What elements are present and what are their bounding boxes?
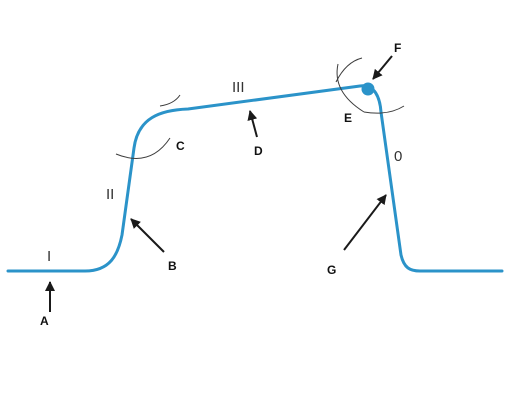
- label-f: F: [394, 41, 401, 55]
- arrow-g: [343, 194, 387, 251]
- label-a: A: [40, 314, 49, 328]
- phase-numeral-2: II: [106, 186, 114, 203]
- arrow-b: [130, 218, 165, 253]
- label-g: G: [327, 263, 336, 277]
- arc-e-right: [363, 105, 405, 114]
- peak-marker: [361, 82, 375, 96]
- phase-numeral-3: III: [232, 79, 245, 96]
- phase-numeral-0: 0: [394, 148, 402, 165]
- arc-e-left: [336, 63, 365, 113]
- arrow-f: [372, 55, 393, 80]
- arc-f-upper: [335, 57, 363, 83]
- phase-numeral-1: I: [47, 248, 51, 265]
- arc-c-lower: [115, 137, 171, 159]
- label-b: B: [168, 259, 177, 273]
- label-c: C: [176, 139, 185, 153]
- label-d: D: [254, 144, 263, 158]
- arc-c-upper: [159, 94, 181, 107]
- waveform-curve: [6, 84, 504, 273]
- label-e: E: [344, 111, 352, 125]
- arrow-d: [247, 110, 258, 138]
